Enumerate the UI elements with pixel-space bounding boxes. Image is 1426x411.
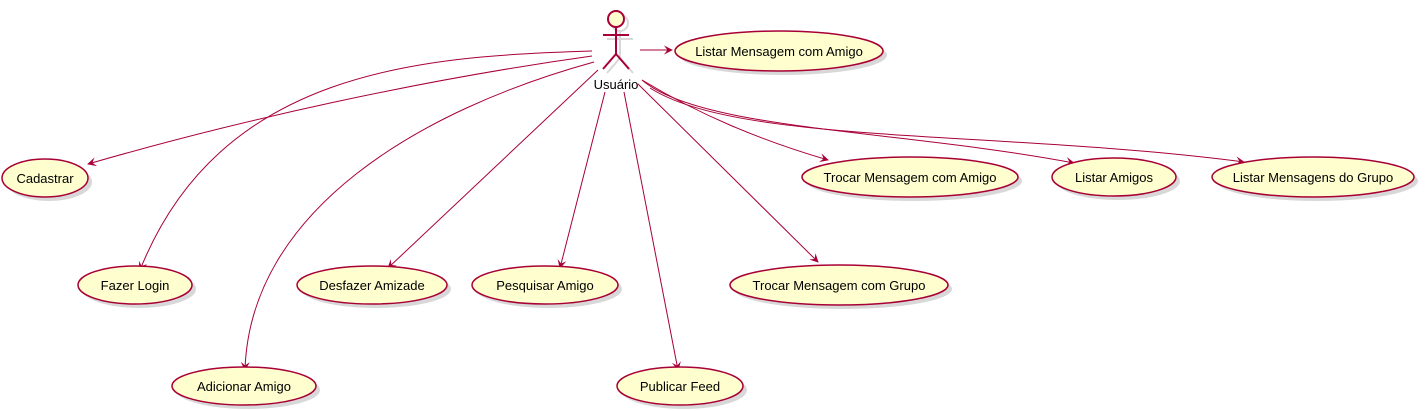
use-case-ellipse	[296, 265, 448, 305]
actor-usuario: Usuário	[594, 10, 639, 92]
use-case-label: Listar Mensagem com Amigo	[695, 44, 863, 59]
use-case-label: Fazer Login	[101, 278, 170, 293]
association-listar-amigos	[641, 79, 1075, 166]
use-case-ellipse	[1, 158, 89, 198]
use-case-label: Trocar Mensagem com Grupo	[753, 278, 926, 293]
use-case-trocar-mensagem-grupo: Trocar Mensagem com Grupo	[729, 264, 952, 309]
association-adicionar-amigo	[240, 61, 595, 371]
use-case-ellipse	[616, 366, 744, 406]
association-desfazer-amizade	[387, 69, 599, 269]
use-case-ellipse	[171, 366, 317, 406]
use-case-ellipse	[729, 264, 949, 306]
stick-figure-icon	[602, 10, 630, 70]
association-pesquisar-amigo	[557, 91, 606, 269]
association-trocar-mensagem-grupo	[637, 83, 819, 263]
use-case-cadastrar: Cadastrar	[1, 158, 92, 201]
use-case-ellipse	[1051, 157, 1177, 197]
use-case-pesquisar-amigo: Pesquisar Amigo	[471, 265, 622, 308]
use-case-ellipse	[77, 265, 193, 305]
association-trocar-mensagem-amigo	[641, 79, 829, 163]
use-case-ellipse	[674, 30, 884, 72]
use-case-listar-amigos: Listar Amigos	[1051, 157, 1180, 200]
association-fazer-login	[138, 50, 593, 271]
use-case-label: Listar Amigos	[1075, 170, 1154, 185]
association-publicar-feed	[623, 91, 681, 371]
use-case-listar-mensagens-grupo: Listar Mensagens do Grupo	[1211, 156, 1418, 201]
use-case-label: Adicionar Amigo	[197, 379, 291, 394]
associations	[87, 45, 1245, 371]
use-case-label: Desfazer Amizade	[319, 278, 425, 293]
use-case-label: Trocar Mensagem com Amigo	[824, 170, 997, 185]
use-case-label: Cadastrar	[16, 171, 74, 186]
use-case-ellipse	[1211, 156, 1415, 198]
use-cases: Listar Mensagem com Amigo Cadastrar Faze…	[1, 30, 1418, 409]
use-case-listar-mensagem-amigo: Listar Mensagem com Amigo	[674, 30, 887, 75]
use-case-fazer-login: Fazer Login	[77, 265, 196, 308]
use-case-publicar-feed: Publicar Feed	[616, 366, 747, 409]
use-case-ellipse	[801, 156, 1019, 198]
use-case-adicionar-amigo: Adicionar Amigo	[171, 366, 320, 409]
use-case-label: Listar Mensagens do Grupo	[1233, 170, 1393, 185]
use-case-ellipse	[471, 265, 619, 305]
use-case-label: Publicar Feed	[640, 379, 720, 394]
association-listar-mensagens-grupo	[649, 87, 1245, 166]
actor-label: Usuário	[594, 77, 639, 92]
use-case-trocar-mensagem-amigo: Trocar Mensagem com Amigo	[801, 156, 1022, 201]
association-cadastrar	[87, 55, 593, 167]
use-case-label: Pesquisar Amigo	[496, 278, 594, 293]
use-case-desfazer-amizade: Desfazer Amizade	[296, 265, 451, 308]
